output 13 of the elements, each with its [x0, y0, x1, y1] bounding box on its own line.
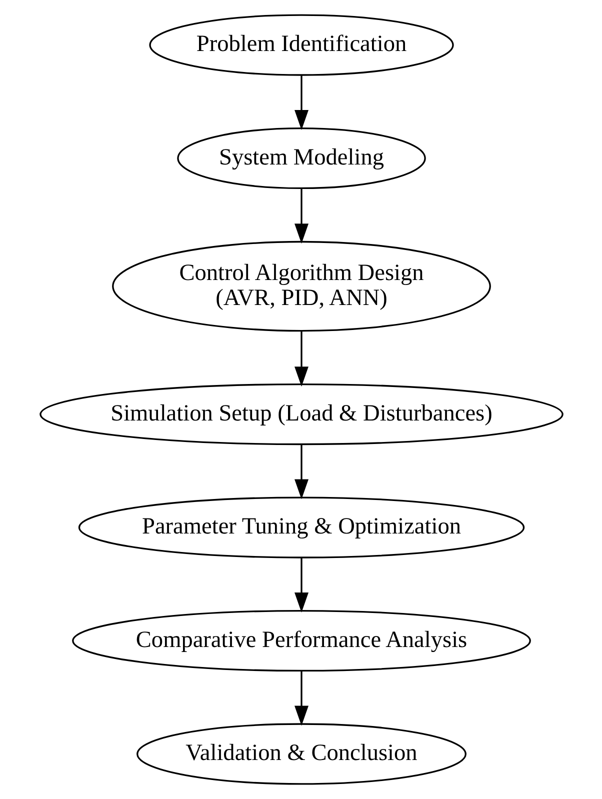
arrow — [294, 76, 308, 130]
arrow — [294, 188, 308, 244]
node-ellipse: Control Algorithm Design (AVR, PID, ANN) — [112, 240, 490, 332]
node-ellipse: System Modeling — [176, 127, 426, 190]
arrow — [294, 558, 308, 613]
arrow — [294, 671, 308, 726]
node-ellipse: Comparative Performance Analysis — [72, 610, 530, 672]
node-ellipse: Simulation Setup (Load & Disturbances) — [39, 383, 563, 446]
node-ellipse: Problem Identification — [148, 14, 454, 76]
arrow — [294, 332, 308, 387]
arrow — [294, 444, 308, 500]
node-ellipse: Parameter Tuning & Optimization — [78, 496, 524, 558]
node-ellipse: Validation & Conclusion — [136, 723, 466, 785]
